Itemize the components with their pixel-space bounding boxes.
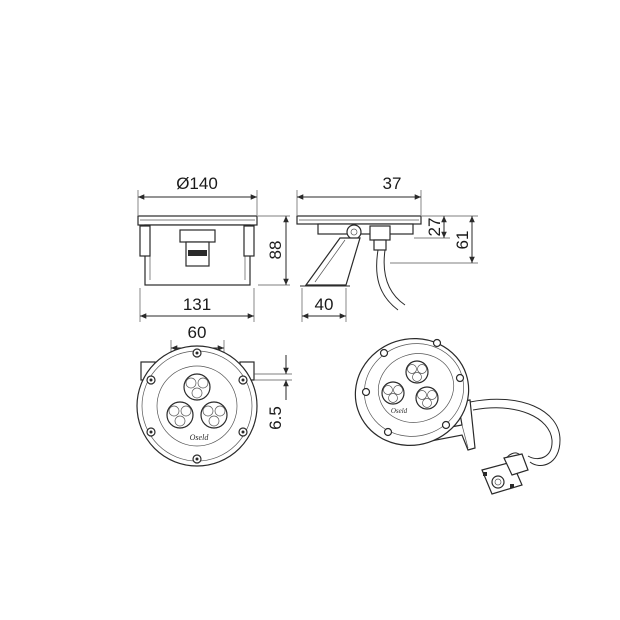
dim-height-27: 27 — [425, 218, 444, 237]
view-plan: 60 — [136, 323, 292, 467]
dim-height-61: 61 — [453, 231, 472, 250]
dim-width-131: 131 — [183, 295, 211, 314]
dim-offset-6-5: 6.5 — [266, 406, 285, 430]
view-isometric: Oseld — [354, 338, 561, 495]
view-front-elevation: Ø140 131 88 — [137, 174, 290, 322]
dim-base-40: 40 — [315, 295, 334, 314]
logo-text: Oseld — [190, 433, 210, 442]
iso-logo-text: Oseld — [391, 407, 408, 415]
dim-width-37: 37 — [383, 174, 402, 193]
led-cluster-right — [200, 401, 228, 429]
iso-led-cluster-top — [405, 360, 429, 384]
led-cluster-left — [166, 401, 194, 429]
iso-led-cluster-right — [415, 386, 439, 410]
dim-diameter-140: Ø140 — [176, 174, 218, 193]
screws — [146, 348, 248, 464]
dim-width-60: 60 — [188, 323, 207, 342]
led-cluster-top — [183, 373, 211, 401]
dim-height-88: 88 — [266, 241, 285, 260]
iso-led-cluster-left — [381, 381, 405, 405]
connector-box — [481, 453, 529, 495]
view-side-elevation: 37 40 27 61 — [296, 174, 478, 322]
